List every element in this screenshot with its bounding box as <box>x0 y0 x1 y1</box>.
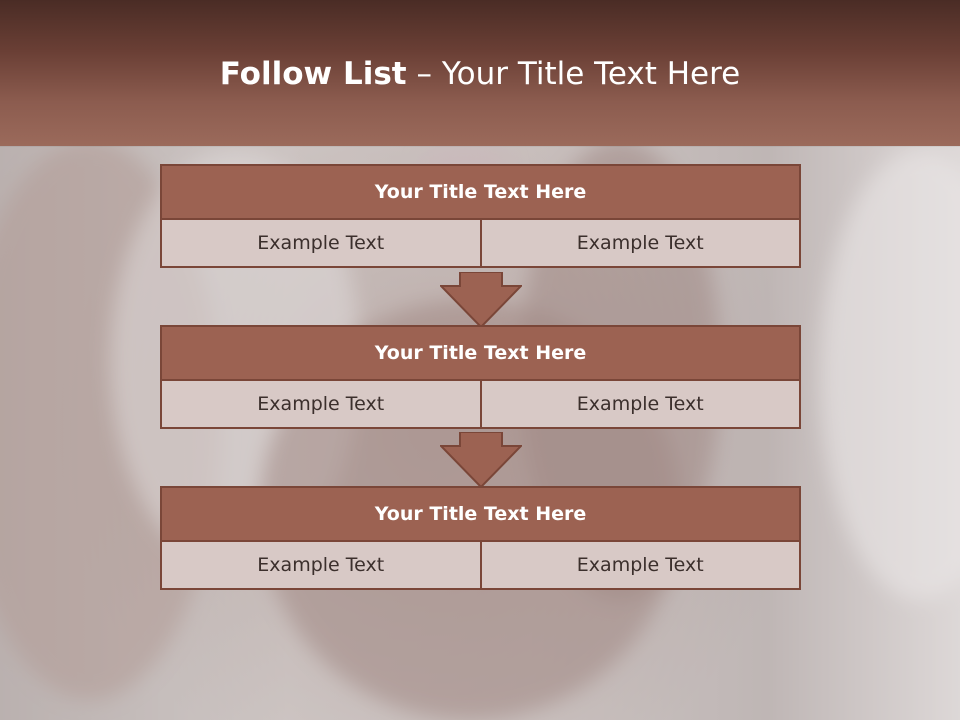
flow-block-3: Your Title Text Here Example Text Exampl… <box>160 486 801 590</box>
flow-cell-right: Example Text <box>479 379 801 429</box>
flow-block-title: Your Title Text Here <box>160 325 801 381</box>
flow-block-row: Example Text Example Text <box>160 540 801 590</box>
slide-title-bold: Follow List <box>219 56 407 92</box>
flow-block-1: Your Title Text Here Example Text Exampl… <box>160 164 801 268</box>
flow-block-row: Example Text Example Text <box>160 379 801 429</box>
flow-cell-right: Example Text <box>479 218 801 268</box>
flow-cell-left: Example Text <box>160 218 482 268</box>
flow-block-row: Example Text Example Text <box>160 218 801 268</box>
flow-block-title: Your Title Text Here <box>160 486 801 542</box>
flow-block-2: Your Title Text Here Example Text Exampl… <box>160 325 801 429</box>
slide-title-rest: Your Title Text Here <box>441 56 741 92</box>
down-arrow-icon <box>440 432 522 488</box>
slide-header: Follow List – Your Title Text Here <box>0 0 960 146</box>
flow-cell-left: Example Text <box>160 540 482 590</box>
down-arrow-icon <box>440 272 522 328</box>
flow-block-title: Your Title Text Here <box>160 164 801 220</box>
flow-cell-right: Example Text <box>479 540 801 590</box>
flow-cell-left: Example Text <box>160 379 482 429</box>
slide-title: Follow List – Your Title Text Here <box>0 54 960 94</box>
slide-title-separator: – <box>406 56 442 92</box>
